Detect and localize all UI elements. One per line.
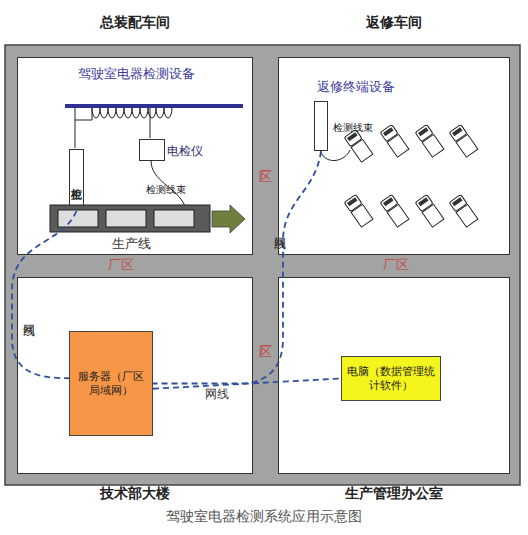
conveyor-cab [106, 210, 146, 227]
network-cable [153, 151, 321, 384]
zone-label: 厂区 [383, 257, 409, 273]
area-heading: 总装配车间 [18, 14, 252, 30]
truck [344, 195, 373, 228]
node-text: 返修终端设备 [317, 78, 395, 96]
cable-label: 网线 [205, 387, 229, 401]
area-heading: 技术部大楼 [18, 485, 252, 501]
network-cable [12, 211, 77, 378]
truck [344, 130, 373, 163]
tester-box: 电检仪 [139, 139, 165, 161]
area-heading: 生产管理办公室 [279, 485, 509, 501]
conveyor [50, 205, 210, 232]
figure-caption: 驾驶室电器检测系统应用示意图 [0, 508, 528, 526]
coil-cable [75, 108, 172, 120]
truck [449, 125, 478, 158]
harness-label: 检测线束 [333, 122, 373, 134]
test-harness [151, 160, 185, 206]
area-heading: 返修车间 [279, 14, 509, 30]
conveyor-cab [154, 210, 194, 227]
node-text: 服务器（厂区局域网） [76, 370, 146, 398]
workshop-area: 总装配车间主控机柜电检仪 [17, 57, 253, 255]
node-text: 电检仪 [167, 143, 203, 160]
harness-label: 检测线束 [146, 184, 186, 196]
server-box: 服务器（厂区局域网） [69, 331, 153, 436]
control-cabinet: 主控机柜 [69, 149, 84, 211]
node-text: 电脑（数据管理统计软件） [346, 365, 436, 393]
network-cable [153, 379, 341, 389]
line-label: 生产线 [112, 236, 151, 252]
workshop-area: 返修车间返修终端设备 [278, 57, 510, 255]
cabinet-wire [75, 108, 76, 148]
equipment-title: 驾驶室电器检测设备 [78, 66, 195, 82]
hanger-bar [65, 104, 243, 108]
flow-arrow [212, 205, 245, 233]
zone-label: 厂区 [108, 257, 134, 273]
truck [380, 125, 409, 158]
test-harness [320, 150, 350, 161]
truck [380, 195, 409, 228]
office-area: 生产管理办公室电脑（数据管理统计软件） [278, 277, 510, 474]
factory-area [5, 45, 520, 485]
building-area: 技术部大楼服务器（厂区局域网） [17, 277, 253, 474]
conveyor-cab [58, 210, 98, 227]
truck [415, 195, 444, 228]
computer-box: 电脑（数据管理统计软件） [341, 356, 441, 401]
tester-wire [150, 108, 151, 138]
repair-terminal: 返修终端设备 [314, 101, 328, 151]
truck [449, 195, 478, 228]
truck [415, 125, 444, 158]
